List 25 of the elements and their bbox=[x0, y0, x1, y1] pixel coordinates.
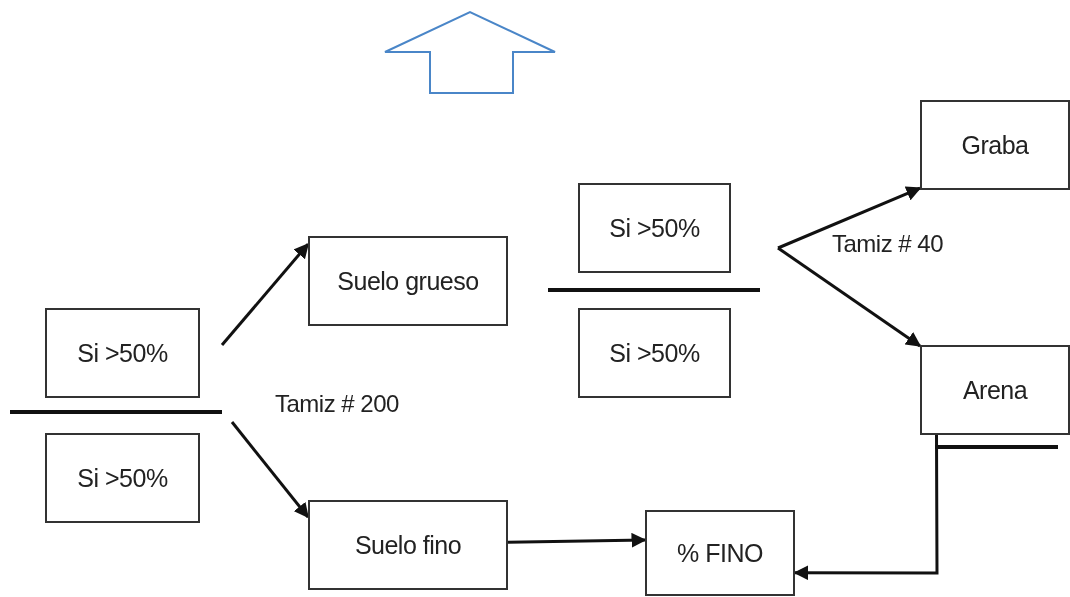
box-label: Suelo fino bbox=[354, 530, 462, 560]
process-box bbox=[308, 500, 508, 590]
box-label: Suelo grueso bbox=[337, 266, 479, 296]
process-box bbox=[45, 433, 200, 523]
sieve-label: Tamiz # 200 bbox=[275, 390, 399, 418]
sieve-label: Tamiz # 40 bbox=[832, 230, 944, 258]
arrow bbox=[777, 186, 922, 250]
process-box bbox=[578, 183, 731, 273]
box-label: Si >50% bbox=[609, 213, 700, 243]
process-box bbox=[645, 510, 795, 596]
process-box bbox=[920, 345, 1070, 435]
process-box bbox=[45, 308, 200, 398]
box-label: Si >50% bbox=[77, 463, 168, 493]
arrow bbox=[777, 246, 922, 348]
process-box bbox=[308, 236, 508, 326]
box-label: Arena bbox=[962, 375, 1028, 405]
arrow bbox=[230, 421, 310, 519]
arrow bbox=[507, 532, 647, 548]
process-box bbox=[920, 100, 1070, 190]
box-label: Graba bbox=[961, 130, 1029, 160]
box-label: Si >50% bbox=[77, 338, 168, 368]
box-label: % FINO bbox=[677, 538, 763, 568]
process-box bbox=[578, 308, 731, 398]
box-label: Si >50% bbox=[609, 338, 700, 368]
arrow bbox=[220, 242, 310, 346]
